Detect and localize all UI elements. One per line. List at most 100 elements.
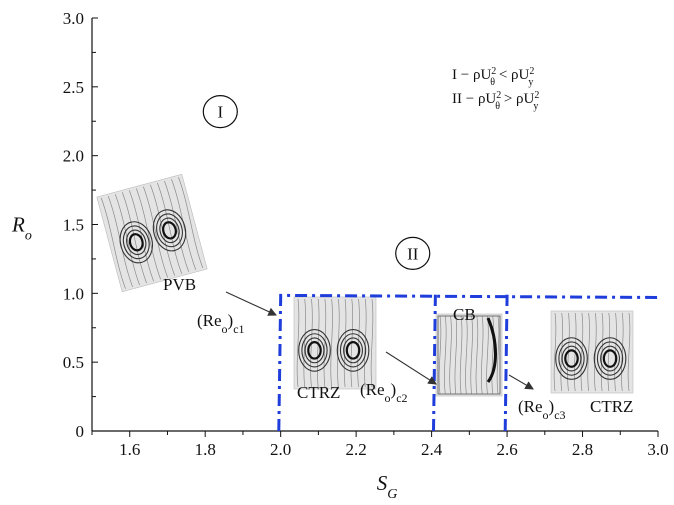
ctrz-right-inset-vortex-ring: [555, 337, 588, 380]
x-tick-label: 2.6: [496, 440, 517, 459]
ctrz-right-inset-streamline: [607, 312, 611, 392]
annotation-label: (Reo)c2: [360, 380, 408, 405]
inset-layer: [96, 173, 634, 397]
pvb-inset-streamline: [178, 177, 204, 269]
pvb-inset-streamline: [114, 194, 140, 286]
pvb-inset-vortex-ring: [122, 225, 150, 260]
cb-inset-streamline: [438, 315, 442, 395]
cb-inset-streamline: [465, 315, 468, 395]
ctrz-left-label: CTRZ: [297, 383, 340, 402]
ctrz-left-inset-vortex-ring: [304, 337, 325, 364]
pvb-inset-streamline: [135, 188, 161, 280]
x-tick-label: 2.8: [572, 440, 593, 459]
ctrz-right-inset-streamline: [587, 312, 590, 392]
ctrz-left-inset-streamline: [330, 298, 333, 388]
pvb-inset-streamline: [171, 179, 197, 271]
ctrz-right-inset: [550, 310, 634, 394]
ctrz-right-inset-streamline: [627, 312, 631, 392]
region-label: I: [217, 103, 223, 122]
series-line-0: [277, 293, 659, 432]
ctrz-left-inset-vortex-ring: [339, 333, 367, 368]
ctrz-left-inset-streamline: [370, 298, 374, 388]
x-tick-label: 1.8: [195, 440, 216, 459]
ctrz-left-inset-streamline: [323, 298, 327, 388]
ctrz-right-inset-streamline: [614, 312, 617, 392]
region-label: II: [407, 244, 419, 263]
ctrz-right-inset-vortex-ring: [558, 341, 585, 376]
ctrz-left-inset-vortex-ring: [336, 329, 370, 372]
cb-inset-streamline: [449, 315, 452, 395]
pvb-inset-vortex-ring: [162, 221, 177, 240]
ctrz-left-inset-streamline: [364, 298, 367, 388]
cb-inset-streamline: [454, 315, 458, 395]
ctrz-right-inset-vortex-ring: [593, 337, 627, 380]
pvb-inset-streamline: [157, 182, 183, 274]
annotation-layer: (Reo)c1 (Reo)c2 (Reo)c3: [197, 291, 566, 422]
region-circle: [202, 95, 238, 129]
ctrz-right-inset-streamline: [580, 312, 584, 392]
x-tick-label: 2.2: [346, 440, 367, 459]
cb-inset-streamline: [496, 315, 500, 395]
y-axis-title: Ro: [11, 213, 32, 244]
y-tick-label: 0.5: [63, 353, 84, 372]
x-tick-label: 1.6: [119, 440, 140, 459]
annotation-label: (Reo)c3: [518, 397, 566, 422]
cb-inset-streamline: [459, 315, 463, 395]
y-tick-label: 0: [76, 422, 85, 441]
annotation-arrow: [385, 351, 437, 385]
y-tick-label: 3.0: [63, 9, 84, 28]
cb-inset-streamline: [480, 315, 484, 395]
ctrz-right-inset-vortex-ring: [600, 345, 620, 372]
y-tick-label: 1.0: [63, 284, 84, 303]
pvb-inset-vortex-ring: [119, 221, 154, 264]
cb-inset-bubble: [437, 315, 501, 395]
cb-inset-streamline: [444, 315, 447, 395]
ctrz-right-inset-vortex-ring: [564, 349, 579, 368]
annotation-arrow: [225, 291, 277, 316]
pvb-inset-vortex-ring: [152, 209, 187, 252]
ctrz-left-inset-vortex-ring: [345, 341, 361, 360]
pvb-label: PVB: [163, 275, 196, 294]
ctrz-left-inset-streamline: [303, 298, 306, 388]
annotation-arrow: [508, 374, 534, 390]
pvb-inset-streamline: [121, 192, 147, 284]
x-tick-label: 3.0: [647, 440, 668, 459]
ctrz-right-label: CTRZ: [590, 397, 633, 416]
region-circle: [395, 236, 431, 271]
ctrz-right-inset-frame: [550, 310, 634, 394]
pvb-inset-vortex-ring: [128, 233, 144, 252]
y-tick-label: 2.5: [63, 78, 84, 97]
x-tick-label: 2.4: [421, 440, 443, 459]
pvb-inset: [96, 173, 208, 293]
ctrz-left-inset-vortex-ring: [298, 329, 331, 372]
ctrz-right-inset-streamline: [553, 312, 557, 392]
y-tick-label: 1.5: [63, 216, 84, 235]
pvb-inset-streamline: [100, 197, 126, 289]
x-axis-title: SG: [377, 471, 398, 500]
cb-inset-streamline: [475, 315, 479, 395]
ctrz-right-inset-vortex-ring: [596, 341, 624, 376]
cb-inset-streamline: [486, 315, 489, 395]
pvb-inset-streamline: [164, 180, 190, 272]
cb-inset-core: [486, 317, 497, 383]
ctrz-left-inset-streamline: [357, 298, 360, 388]
series-line-2: [503, 294, 509, 432]
cb-inset-streamline: [470, 315, 473, 395]
pvb-inset-vortex-ring: [159, 217, 180, 244]
pvb-inset-frame: [96, 173, 208, 293]
x-tick-label: 2.0: [270, 440, 291, 459]
ctrz-right-inset-vortex-ring: [561, 345, 582, 372]
ctrz-left-inset: [293, 296, 377, 390]
annotation-label: (Reo)c1: [197, 311, 245, 336]
series-layer: [277, 293, 659, 432]
ctrz-left-inset-streamline: [296, 298, 300, 388]
ctrz-right-inset-streamline: [621, 312, 624, 392]
ctrz-right-inset-streamline: [560, 312, 563, 392]
ctrz-right-inset-vortex-ring: [602, 349, 618, 368]
